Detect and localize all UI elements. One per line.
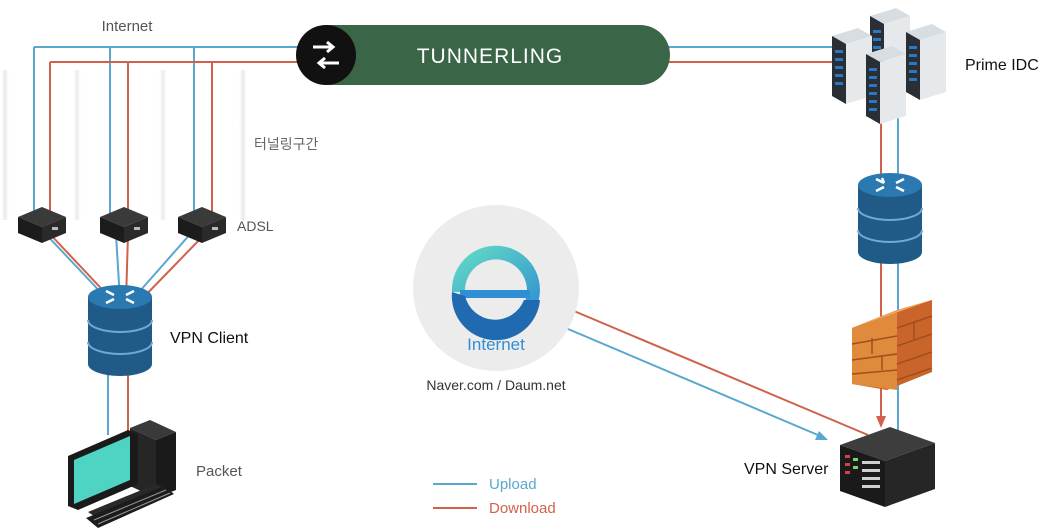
download-arrowhead-server <box>876 416 886 428</box>
idc-router-icon <box>857 173 923 264</box>
vpn-server-icon <box>840 427 935 507</box>
upload-arrowhead <box>815 431 828 440</box>
adsl-modem-icon-3 <box>178 207 226 243</box>
internet-top-label: Internet <box>102 18 154 35</box>
internet-e-icon <box>451 245 540 341</box>
legend-upload-label: Upload <box>489 476 537 493</box>
prime-idc-label: Prime IDC <box>965 57 1039 74</box>
tunnel-label: TUNNERLING <box>417 45 564 68</box>
vpn-client-label: VPN Client <box>170 330 249 347</box>
legend-download-label: Download <box>489 500 556 517</box>
packet-label: Packet <box>196 463 243 480</box>
download-line-server-internet <box>554 302 869 436</box>
tunnel-section-background <box>0 70 248 220</box>
legend: Upload Download <box>433 476 556 517</box>
vpn-server-label: VPN Server <box>744 461 829 478</box>
firewall-icon <box>851 300 933 390</box>
download-line-router-adsl3 <box>137 234 205 304</box>
adsl-modem-icon-2 <box>100 207 148 243</box>
pc-icon <box>68 420 176 528</box>
upload-line-internet-server <box>534 314 826 439</box>
sites-label: Naver.com / Daum.net <box>426 377 565 393</box>
tunnel-arrows-icon <box>296 25 356 85</box>
tunnel-pill: TUNNERLING <box>296 25 670 85</box>
internet-center-label: Internet <box>467 335 525 354</box>
upload-line-router-adsl1 <box>39 227 109 301</box>
tunnel-section-label: 터널링구간 <box>254 136 319 152</box>
server-rack-icon <box>832 8 946 124</box>
adsl-modem-icon-1 <box>18 207 66 243</box>
internet-globe: Internet <box>413 205 579 371</box>
vpn-client-router-icon <box>87 285 153 376</box>
adsl-label: ADSL <box>237 218 274 234</box>
